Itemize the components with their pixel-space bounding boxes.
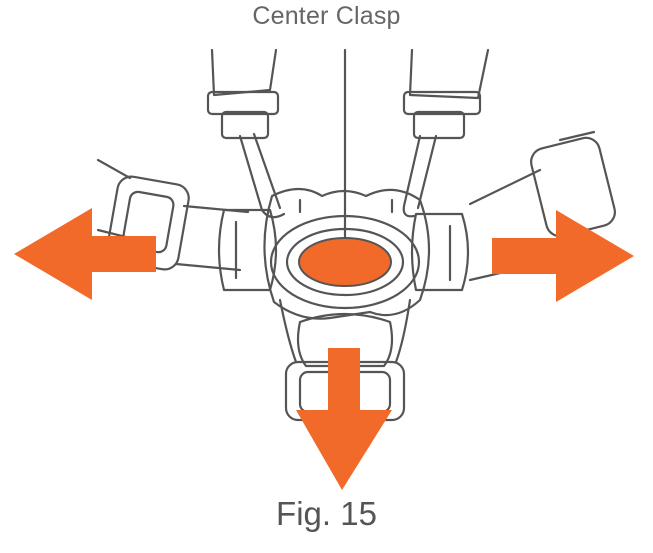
arrow-down (296, 348, 392, 490)
center-clasp-highlight (298, 237, 392, 287)
right-hip-strap (410, 130, 616, 292)
right-shoulder-strap (402, 48, 490, 218)
arrow-right (492, 210, 634, 302)
arrow-left (14, 208, 156, 300)
center-clasp (263, 187, 431, 320)
figure-caption: Fig. 15 (276, 495, 377, 532)
left-shoulder-strap (206, 48, 286, 219)
center-clasp-label: Center Clasp (252, 2, 401, 30)
